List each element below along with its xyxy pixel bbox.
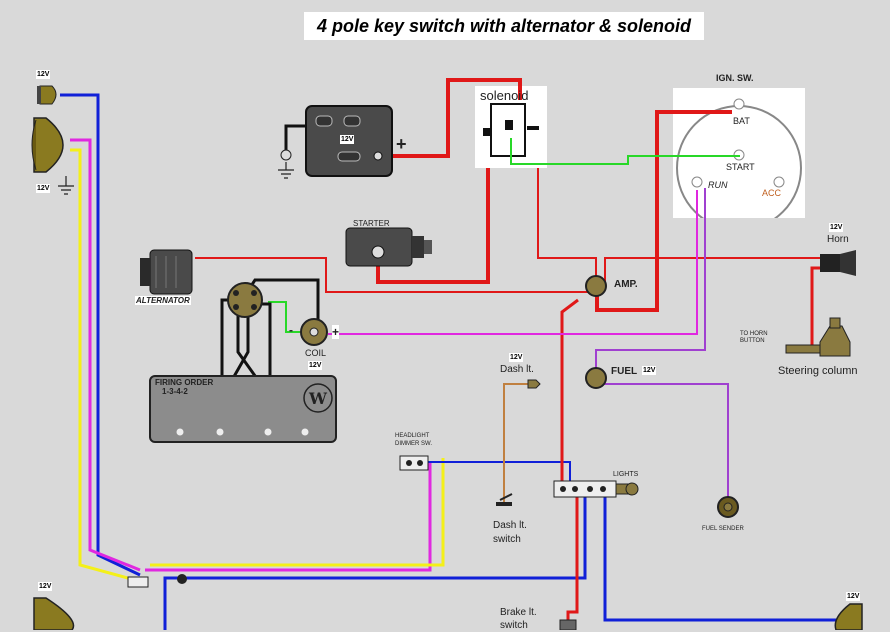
v12-badge-regulator: 12V — [340, 135, 355, 144]
dash-light-bulb-icon — [527, 379, 541, 389]
svg-text:W: W — [308, 389, 328, 408]
horn-icon — [820, 250, 856, 276]
ignition-switch-icon — [676, 98, 802, 218]
wire-magenta-bottom — [145, 462, 432, 572]
v12-badge-coil: 12V — [308, 361, 323, 370]
v12-badge-tail: 12V — [846, 592, 861, 601]
amp-gauge-icon — [585, 275, 607, 297]
starter-label: STARTER — [353, 219, 390, 228]
lights-label: LIGHTS — [613, 471, 639, 478]
acc-label: ACC — [762, 188, 782, 198]
wire-brown-dash — [503, 383, 530, 502]
alternator-icon — [140, 249, 193, 295]
v12-badge-headlamp-top: 12V — [36, 184, 51, 193]
regulator-plus-label: + — [396, 134, 407, 154]
wire-red-brake — [566, 495, 579, 625]
solenoid-icon — [483, 103, 539, 157]
wire-yellow-bottom — [150, 458, 445, 567]
steering-column-label: Steering column — [778, 365, 858, 377]
wire-blue-right-lamp — [603, 490, 845, 622]
engine-block-icon: W — [149, 375, 337, 443]
steering-column-icon — [785, 317, 851, 357]
fuel-sender-icon — [717, 496, 739, 518]
dimmer-label: HEADLIGHT DIMMER SW. — [395, 433, 432, 447]
wire-blue-left-lamp — [60, 93, 141, 577]
firing-order-label: FIRING ORDER — [155, 378, 214, 387]
amp-label: AMP. — [614, 279, 638, 290]
start-label: START — [726, 162, 755, 172]
dimmer-switch-icon — [399, 455, 429, 471]
wire-red-starter — [376, 132, 490, 284]
brake-light-switch-icon — [559, 619, 577, 630]
brake-lt-switch-label: Brake lt. switch — [500, 607, 537, 631]
wire-blue-bottom — [163, 488, 587, 630]
coil-minus-label: - — [289, 323, 293, 337]
horn-label: Horn — [827, 234, 849, 245]
v12-badge-headlamp-bottom: 12V — [38, 582, 53, 591]
diagram-title: 4 pole key switch with alternator & sole… — [304, 12, 704, 40]
fuel-gauge-icon — [585, 367, 607, 389]
dash-light-switch-icon — [496, 493, 513, 506]
wire-black-generator-ground — [284, 124, 310, 150]
ign-sw-label: IGN. SW. — [716, 73, 754, 83]
wire-magenta-headlamp — [70, 138, 141, 572]
wire-purple-fuel — [595, 188, 706, 372]
horn-button-label: TO HORN BUTTON — [740, 331, 768, 344]
firing-sequence-label: 1-3-4-2 — [162, 387, 188, 396]
fuel-sender-label: FUEL SENDER — [702, 526, 744, 532]
run-label: RUN — [708, 180, 728, 190]
bat-label: BAT — [733, 116, 750, 126]
v12-badge-horn: 12V — [829, 223, 844, 232]
starter-motor-icon — [345, 227, 432, 267]
wire-green-coil — [268, 301, 300, 333]
dash-lt-switch-label: Dash lt. switch — [493, 520, 527, 545]
headlamp-top-icon — [31, 117, 74, 195]
solenoid-box — [475, 86, 547, 168]
coil-icon — [300, 318, 328, 346]
v12-badge-dash: 12V — [509, 353, 524, 362]
lights-switch-icon — [553, 480, 639, 498]
solenoid-label: solenoid — [480, 88, 529, 103]
wire-red-amp-lights — [560, 298, 579, 492]
wire-purple-sender — [600, 383, 729, 498]
coil-label: COIL — [305, 348, 327, 358]
ignition-switch-box — [673, 88, 805, 218]
coil-plus-label: + — [332, 325, 340, 339]
wire-magenta-run — [328, 190, 698, 335]
wire-yellow-headlamp — [70, 148, 136, 582]
fuel-label: FUEL — [611, 366, 638, 377]
alternator-label: ALTERNATOR — [135, 296, 191, 305]
wire-red-alternator — [195, 257, 590, 293]
junction-block-icon — [127, 574, 187, 588]
distributor-icon — [227, 282, 263, 318]
v12-badge-parking: 12V — [36, 70, 51, 79]
dash-lt-label: Dash lt. — [500, 364, 534, 375]
parking-lamp-icon — [37, 85, 57, 105]
wire-red-horn — [604, 257, 820, 283]
v12-badge-fuel: 12V — [642, 366, 657, 375]
